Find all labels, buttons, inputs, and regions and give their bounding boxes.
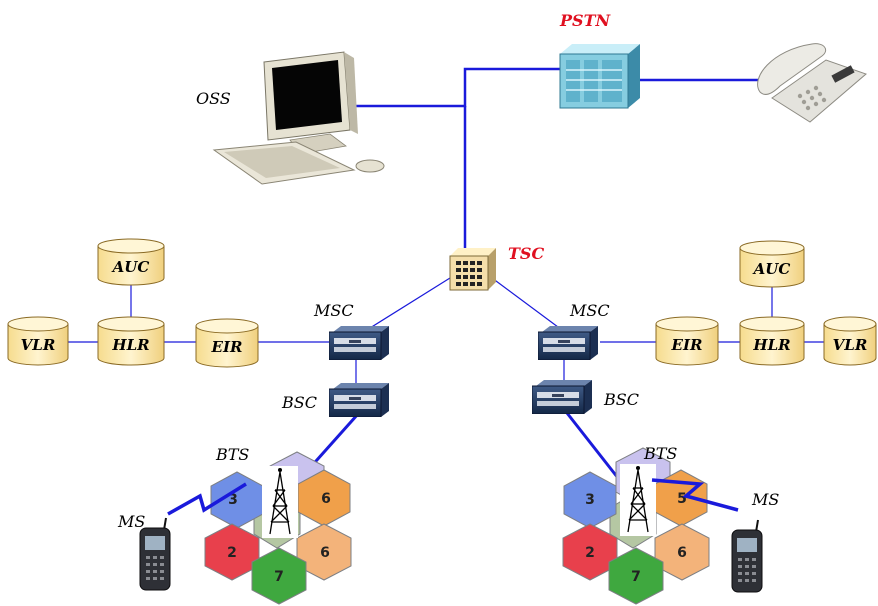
database-eir-left: EIR [195,318,259,368]
telephone-icon [757,43,867,123]
bts-tower-right-icon [620,464,656,536]
cell-hex [204,523,260,581]
database-label: EIR [671,336,703,354]
oss-computer-icon [212,51,385,185]
radio-link-right [651,478,739,512]
database-label: VLR [21,336,56,354]
cell-number: 7 [274,569,284,585]
bts-tower-left-icon [262,466,298,538]
label-msc-right: MSC [569,301,610,320]
cell-number: 7 [631,569,641,585]
database-label: EIR [211,338,243,356]
database-auc-left: AUC [97,238,165,286]
msc-right-switch-icon [538,326,599,360]
cell-number: 3 [228,492,238,508]
cell-number: 5 [677,491,687,507]
database-vlr-left: VLR [7,316,69,366]
cell-number: 2 [585,545,595,561]
bsc-left-switch-icon [329,383,390,417]
msc-left-switch-icon [329,326,390,360]
database-label: HLR [752,336,790,354]
cell-hex [251,547,307,605]
cell-number: 2 [227,545,237,561]
tsc-switch-icon [449,248,496,291]
cell-number: 6 [677,545,687,561]
link-bsc-bts-left [306,413,360,471]
cell-hex [562,523,618,581]
database-hlr-left: HLR [97,316,165,366]
database-hlr-right: HLR [739,316,805,366]
link-bsc-bts-right [565,412,620,479]
label-bts-right: BTS [643,444,677,463]
cell-number: 3 [585,492,595,508]
links [68,67,824,479]
database-label: AUC [111,258,150,276]
link-oss-backbone [345,67,562,108]
bsc-right-switch-icon [532,380,593,414]
label-tsc: TSC [508,244,544,263]
label-bts-left: BTS [215,445,249,464]
database-vlr-right: VLR [823,316,877,366]
link-tsc-msc-right [491,277,563,331]
database-eir-right: EIR [655,316,719,366]
database-auc-right: AUC [739,240,805,288]
radio-link-left [167,482,247,516]
label-ms-left: MS [117,512,145,531]
pstn-switch-icon [559,44,640,109]
label-oss: OSS [196,89,231,108]
label-pstn: PSTN [559,11,611,30]
label-msc-left: MSC [313,301,354,320]
cell-number: 6 [320,545,330,561]
cell-hex [654,523,710,581]
database-label: AUC [752,260,791,278]
label-ms-right: MS [751,490,779,509]
link-tsc-msc-left [361,277,451,334]
database-label: VLR [833,336,868,354]
cell-hex [608,547,664,605]
mobile-phone-right-icon [731,519,763,593]
database-label: HLR [111,336,149,354]
cell-number: 6 [321,491,331,507]
label-bsc-right: BSC [603,390,639,409]
mobile-phone-left-icon [139,517,171,591]
label-bsc-left: BSC [281,393,317,412]
